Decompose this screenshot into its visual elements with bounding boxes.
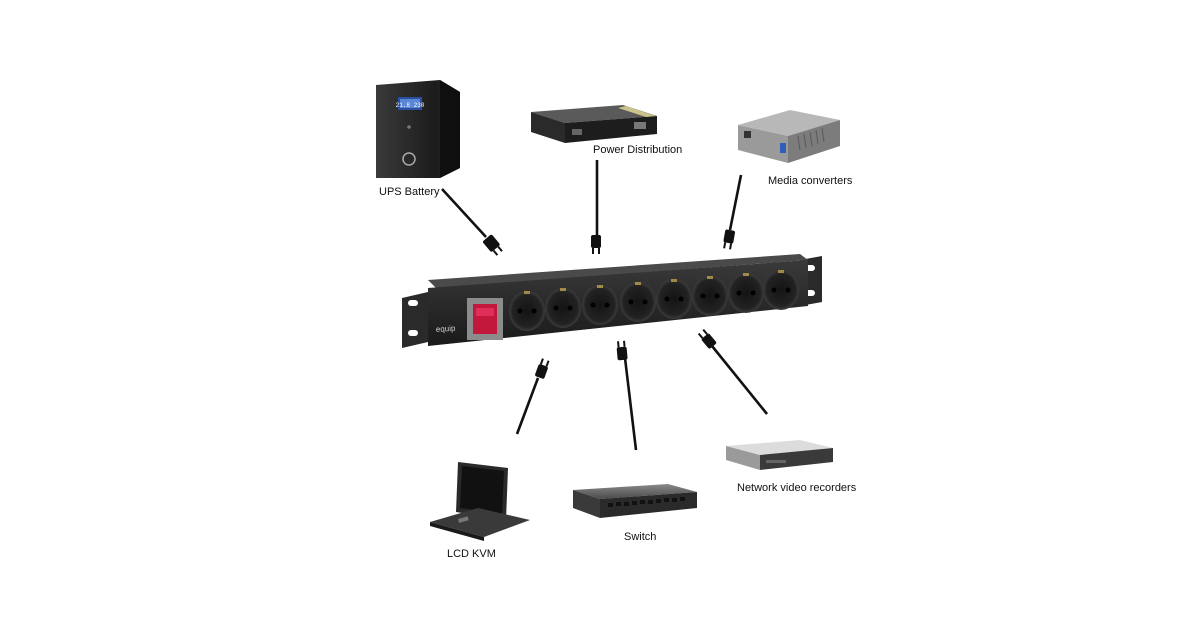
plugs-upper	[483, 229, 735, 256]
socket	[620, 282, 656, 322]
lcd-kvm-device	[430, 462, 530, 541]
power-strip: equip	[402, 254, 822, 348]
socket	[509, 291, 545, 331]
media-converter-device	[738, 110, 840, 163]
plugs-lower	[535, 329, 717, 379]
label-network-video-recorders: Network video recorders	[737, 482, 857, 494]
power-button-icon	[402, 152, 416, 166]
socket	[728, 273, 764, 313]
cables-lower	[515, 345, 769, 451]
label-ups-battery: UPS Battery	[379, 186, 440, 198]
label-power-distribution: Power Distribution	[593, 144, 683, 156]
label-lcd-kvm: LCD KVM	[447, 548, 496, 560]
cables-upper	[441, 160, 743, 238]
socket	[545, 288, 581, 328]
socket	[582, 285, 618, 325]
socket	[656, 279, 692, 319]
ups-battery-device	[376, 80, 460, 178]
nvr-device	[726, 440, 833, 470]
socket	[692, 276, 728, 316]
label-media-converters: Media converters	[768, 175, 853, 187]
sockets	[509, 270, 799, 331]
label-switch: Switch	[624, 531, 657, 543]
power-distribution-device	[531, 105, 657, 143]
socket	[763, 270, 799, 310]
brand-logo: equip	[436, 324, 457, 334]
ups-display-text: 21.8 230	[396, 102, 425, 109]
network-switch-device	[573, 484, 697, 518]
